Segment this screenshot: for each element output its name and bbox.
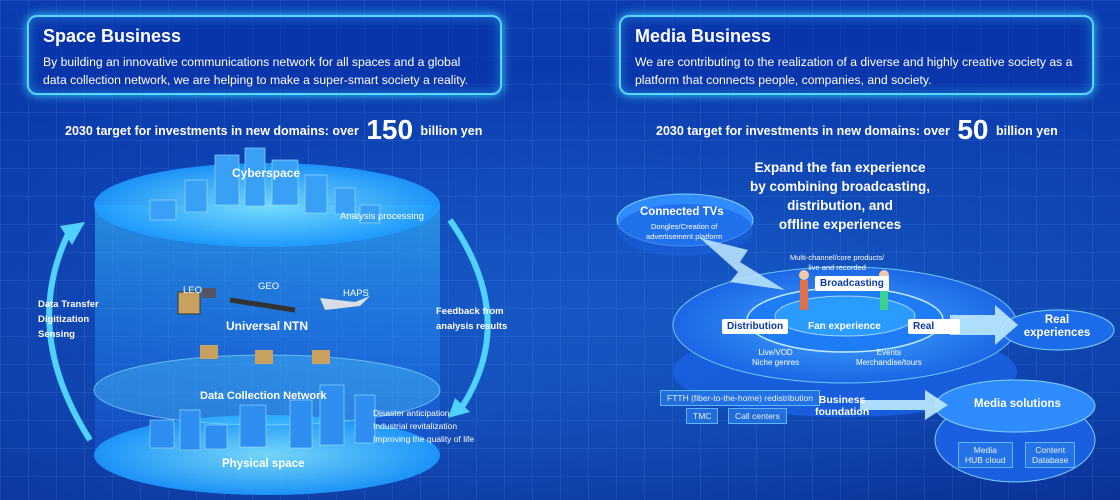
space-target-prefix: 2030 target for investments in new domai… xyxy=(65,124,359,138)
haps-label: HAPS xyxy=(343,288,369,299)
universal-ntn-label: Universal NTN xyxy=(226,319,309,333)
multichannel-2: live and recorded xyxy=(808,263,866,272)
business-foundation-1: Business xyxy=(818,394,866,406)
left-flow-line-3: Sensing xyxy=(38,329,75,340)
right-flow-line-1: Feedback from xyxy=(436,306,504,317)
broadcasting-tag: Broadcasting xyxy=(815,276,889,291)
space-target-suffix: billion yen xyxy=(420,124,483,138)
satellites xyxy=(177,288,370,364)
arrow-to-real-experiences xyxy=(950,305,1018,345)
space-cylinder xyxy=(46,147,491,495)
multichannel-text: Multi-channel/core products/ live and re… xyxy=(790,253,884,273)
left-flow-line-1: Data Transfer xyxy=(38,299,99,310)
benefit-3: Improving the quality of life xyxy=(373,434,475,444)
left-flow-arrow xyxy=(46,228,93,442)
physical-space-label: Physical space xyxy=(222,458,305,470)
media-target-value: 50 xyxy=(957,114,989,145)
events-1: Events xyxy=(876,348,902,357)
data-collection-label: Data Collection Network xyxy=(200,390,327,402)
events-2: Merchandise/tours xyxy=(856,358,922,367)
media-business-box: Media Business We are contributing to th… xyxy=(619,15,1094,95)
space-business-box: Space Business By building an innovative… xyxy=(27,15,502,95)
tmc-pill: TMC xyxy=(686,408,719,424)
live-vod-text: Live/VOD Niche genres xyxy=(752,348,799,368)
space-target: 2030 target for investments in new domai… xyxy=(65,114,482,146)
cyberspace-label: Cyberspace xyxy=(232,166,301,180)
real-experiences-label: Real experiences xyxy=(1022,314,1092,340)
right-flow-arrow xyxy=(447,218,491,412)
multichannel-1: Multi-channel/core products/ xyxy=(790,253,885,262)
space-target-value: 150 xyxy=(366,114,414,145)
real-experiences-1: Real xyxy=(1044,314,1070,326)
distribution-tag: Distribution xyxy=(722,319,789,334)
benefit-2: Industrial revitalization xyxy=(373,421,458,431)
media-target-suffix: billion yen xyxy=(995,124,1058,138)
media-hub-1: Media xyxy=(973,445,997,455)
cyberspace-buildings xyxy=(149,147,381,224)
media-headline: Expand the fan experience by combining b… xyxy=(745,158,935,234)
real-tag: Real xyxy=(908,319,960,334)
left-flow-line-2: Digitization xyxy=(38,314,90,325)
left-flow-text: Data Transfer Digitization Sensing xyxy=(38,297,99,342)
content-db-pill: Content Database xyxy=(1025,442,1076,468)
analysis-label: Analysis processing xyxy=(340,211,424,222)
headline-line-2: by combining broadcasting, xyxy=(749,179,930,194)
connected-tvs-sub-2: advertisement platform xyxy=(646,232,723,241)
content-db-2: Database xyxy=(1032,455,1069,465)
headline-line-1: Expand the fan experience xyxy=(754,160,926,175)
media-business-title: Media Business xyxy=(635,26,772,46)
call-centers-pill: Call centers xyxy=(728,408,787,424)
space-business-title: Space Business xyxy=(43,26,182,46)
media-target: 2030 target for investments in new domai… xyxy=(656,114,1058,146)
physical-buildings xyxy=(149,384,376,451)
arrow-to-connected-tvs xyxy=(700,238,785,290)
headline-line-3: distribution, and xyxy=(787,198,893,213)
media-solutions-label: Media solutions xyxy=(974,398,1061,410)
media-hub-pill: Media HUB cloud xyxy=(958,442,1013,468)
connected-tvs-sub-1: Dongles/Creation of xyxy=(651,222,718,231)
space-business-description: By building an innovative communications… xyxy=(43,55,469,87)
fan-experience-label: Fan experience xyxy=(808,321,881,332)
connected-tvs-sub: Dongles/Creation of advertisement platfo… xyxy=(646,222,722,242)
headline-line-4: offline experiences xyxy=(778,217,902,232)
live-vod-2: Niche genres xyxy=(752,358,800,367)
content-db-1: Content xyxy=(1035,445,1066,455)
benefits-text: Disaster anticipation Industrial revital… xyxy=(373,407,474,446)
leo-label: LEO xyxy=(183,285,203,296)
media-target-prefix: 2030 target for investments in new domai… xyxy=(656,124,950,138)
real-experiences-2: experiences xyxy=(1023,327,1091,339)
arrow-to-media-solutions xyxy=(860,390,948,420)
cyberspace-disc xyxy=(94,163,440,247)
geo-label: GEO xyxy=(258,281,280,292)
ftth-pill: FTTH (fiber-to-the-home) redistribution xyxy=(660,390,820,406)
benefit-1: Disaster anticipation xyxy=(373,408,450,418)
business-foundation-label: Business foundation xyxy=(815,394,869,418)
events-text: Events Merchandise/tours xyxy=(856,348,922,368)
right-flow-line-2: analysis results xyxy=(436,321,508,332)
right-flow-text: Feedback from analysis results xyxy=(436,304,507,334)
media-hub-2: HUB cloud xyxy=(965,455,1006,465)
live-vod-1: Live/VOD xyxy=(758,348,793,357)
media-business-description: We are contributing to the realization o… xyxy=(635,55,1073,87)
business-foundation-2: foundation xyxy=(815,406,870,418)
connected-tvs-title: Connected TVs xyxy=(640,206,724,218)
